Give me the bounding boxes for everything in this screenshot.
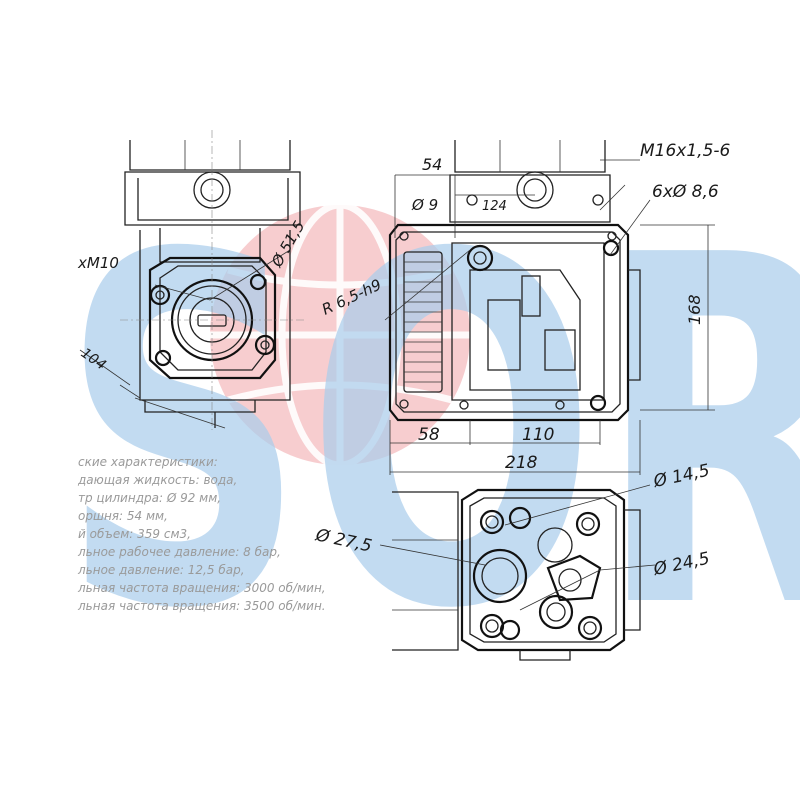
- bottom-view: [379, 484, 656, 661]
- spec-line: ские характеристики:: [78, 455, 218, 469]
- dim-m10-thread: xM10: [77, 254, 119, 272]
- spec-line: й объем: 359 см3,: [78, 527, 191, 541]
- dim-holes-8-6: 6xØ 8,6: [652, 182, 719, 202]
- dim-diameter-9: Ø 9: [411, 196, 438, 214]
- left-view: [79, 130, 305, 430]
- spec-line: льная частота вращения: 3500 об/мин.: [77, 599, 326, 613]
- spec-line: тр цилиндра: Ø 92 мм,: [78, 491, 221, 505]
- dim-218: 218: [505, 453, 538, 473]
- specs-block: ские характеристики: дающая жидкость: во…: [77, 455, 326, 613]
- dim-124: 124: [482, 199, 507, 214]
- watermark-text: SOR: [60, 155, 800, 714]
- spec-line: льное рабочее давление: 8 бар,: [77, 545, 281, 559]
- spec-line: дающая жидкость: вода,: [77, 473, 237, 487]
- watermark-globe-grid: [210, 201, 470, 469]
- dim-58: 58: [418, 425, 440, 445]
- fin-lines: [404, 261, 442, 383]
- dim-168: 168: [685, 294, 704, 325]
- dim-54: 54: [422, 155, 442, 174]
- spec-line: льная частота вращения: 3000 об/мин,: [77, 581, 326, 595]
- front-view: [384, 140, 715, 475]
- spec-line: оршня: 54 мм,: [78, 509, 168, 523]
- dim-110: 110: [522, 425, 554, 445]
- dim-m16-thread: M16x1,5-6: [640, 141, 731, 161]
- spec-line: льное давление: 12,5 бар,: [77, 563, 245, 577]
